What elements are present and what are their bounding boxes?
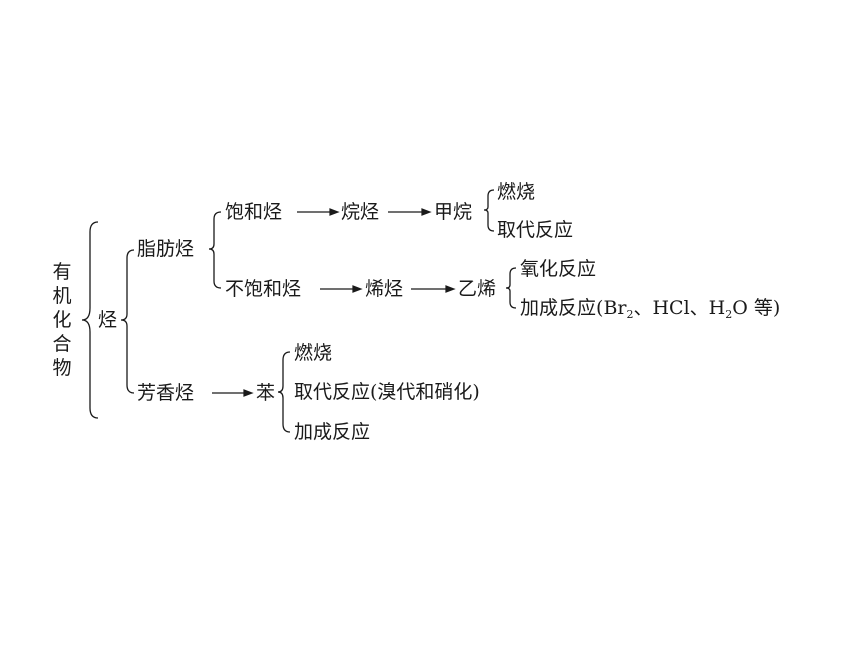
arrowhead: [421, 208, 432, 216]
root-label: 有 机 化 合 物: [50, 260, 74, 380]
brace-ethylene: [505, 267, 517, 309]
reaction-benzene-combustion: 燃烧: [294, 342, 333, 364]
arrowhead: [445, 285, 456, 293]
arrowhead: [329, 208, 340, 216]
node-ting: 烃: [98, 309, 118, 331]
brace-root: [81, 221, 99, 419]
node-xiting: 烯烃: [365, 278, 404, 300]
reaction-ethylene-oxidation: 氧化反应: [520, 258, 597, 280]
root-char: 机: [52, 285, 72, 307]
node-ben: 苯: [256, 382, 276, 404]
brace-zhifang: [208, 211, 222, 289]
node-wanting: 烷烃: [341, 201, 380, 223]
formula-hcl-h: 、HCl、H: [633, 297, 726, 319]
formula-br: Br: [603, 297, 627, 319]
reaction-methane-substitution: 取代反应: [497, 219, 574, 241]
reaction-benzene-substitution: 取代反应(溴代和硝化): [294, 381, 480, 403]
node-fangxiang: 芳香烃: [137, 382, 195, 404]
reaction-ethylene-addition: 加成反应(Br2、HCl、H2O 等): [520, 297, 780, 326]
node-baohe: 饱和烃: [225, 201, 283, 223]
root-char: 物: [52, 357, 72, 379]
arrowhead: [352, 285, 363, 293]
root-char: 合: [52, 333, 72, 355]
node-yixi: 乙烯: [458, 278, 497, 300]
formula-o-rest: O 等): [732, 297, 781, 319]
node-zhifang: 脂肪烃: [137, 238, 195, 260]
formula-h-subscript: 2: [725, 308, 733, 321]
formula-br-subscript: 2: [626, 308, 634, 321]
node-bubaohe: 不饱和烃: [225, 278, 302, 300]
brace-methane: [483, 189, 495, 232]
root-char: 化: [52, 309, 72, 331]
addition-note-open: (: [596, 297, 604, 319]
reaction-methane-combustion: 燃烧: [497, 181, 536, 203]
reaction-benzene-addition: 加成反应: [294, 421, 371, 443]
root-char: 有: [52, 261, 72, 283]
brace-ting: [120, 249, 135, 394]
node-jiawan: 甲烷: [434, 201, 473, 223]
reaction-ethylene-addition-label: 加成反应: [520, 297, 597, 319]
arrowhead: [243, 389, 254, 397]
brace-benzene: [277, 351, 291, 433]
